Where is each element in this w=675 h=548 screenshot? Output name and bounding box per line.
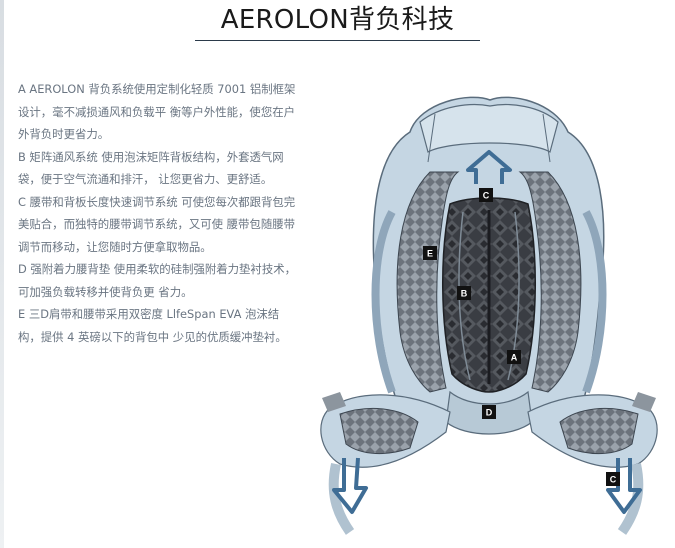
feature-a-text: A AEROLON 背负系统使用定制化轻质 7001 铝制框架设计，毫不减损通风…	[18, 82, 296, 141]
lid-strap-left	[427, 113, 436, 163]
marker-e: E	[423, 246, 437, 260]
feature-d-text: D 强附着力腰背垫 使用柔软的硅制强附着力垫衬技术，可加强负载转移并使背负更 省…	[18, 262, 296, 299]
up-arrow-icon	[466, 150, 512, 184]
svg-text:D: D	[486, 408, 493, 418]
side-panel-left	[371, 210, 396, 394]
page-title: AEROLON背负科技	[220, 5, 455, 35]
down-arrow-right-icon	[606, 458, 642, 514]
marker-c-top: C	[479, 188, 493, 202]
feature-description: A AEROLON 背负系统使用定制化轻质 7001 铝制框架设计，毫不减损通风…	[18, 78, 300, 348]
side-panel-right	[582, 210, 607, 394]
svg-text:B: B	[461, 289, 468, 299]
svg-text:A: A	[511, 353, 518, 363]
down-arrow-left-icon	[332, 457, 368, 514]
pack-top-lid	[419, 103, 559, 153]
feature-b-text: B 矩阵通风系统 使用泡沫矩阵背板结构，外套透气网袋，便于空气流通和排汗， 让您…	[18, 149, 284, 187]
marker-a: A	[507, 350, 521, 364]
title-underline	[195, 40, 480, 41]
hip-pocket-right	[559, 407, 639, 455]
strap-end-left	[328, 462, 355, 535]
backpack-illustration: C E B A D C	[320, 96, 658, 535]
feature-e-text: E 三D肩带和腰带采用双密度 LlfeSpan EVA 泡沫结构，提供 4 英磅…	[18, 307, 287, 344]
marker-c-bottom: C	[606, 472, 620, 486]
shoulder-strap-right	[518, 171, 582, 393]
left-edge-rule	[0, 0, 4, 548]
marker-d: D	[482, 405, 496, 419]
feature-c-text: C 腰带和背板长度快速调节系统 可使您每次都跟背包完美贴合，而独特的腰带调节系统…	[18, 194, 296, 254]
svg-text:C: C	[483, 191, 490, 201]
strap-end-right	[617, 462, 644, 535]
shoulder-strap-left	[396, 171, 460, 393]
frame-rod-left	[458, 211, 471, 381]
lid-strap-right	[542, 113, 551, 163]
svg-text:C: C	[610, 475, 617, 485]
marker-b: B	[457, 286, 471, 300]
svg-text:E: E	[427, 249, 433, 259]
hip-buckle-right	[632, 392, 656, 412]
hip-pocket-left	[339, 407, 419, 455]
hip-buckle-left	[322, 392, 346, 412]
